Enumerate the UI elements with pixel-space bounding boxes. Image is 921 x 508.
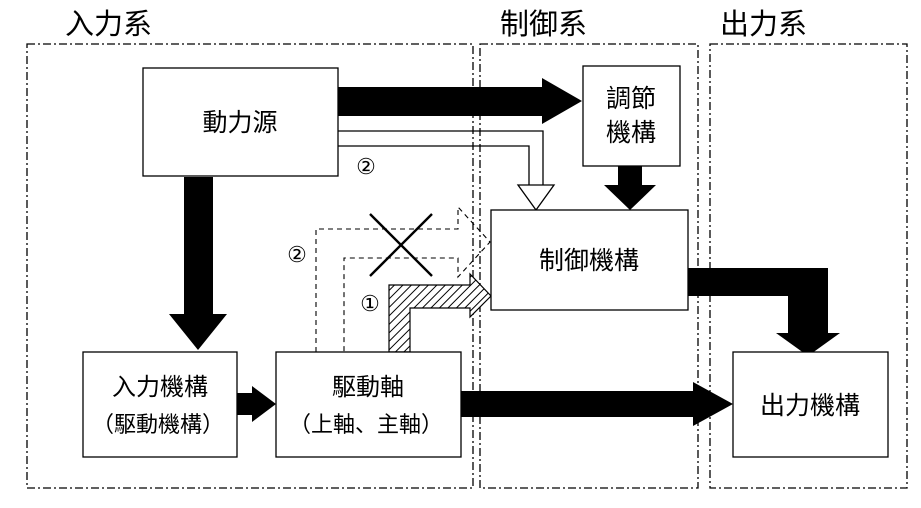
arrow-adjust-to-control xyxy=(604,166,656,210)
boxes xyxy=(82,65,889,458)
power-arrows xyxy=(169,78,840,426)
arrow-power-to-input xyxy=(169,177,227,350)
power-source-label: 動力源 xyxy=(202,108,277,137)
control-mechanism-box xyxy=(490,209,689,311)
drive-shaft-label-2: （上軸、主軸） xyxy=(289,413,443,438)
route-2-left-marker: ② xyxy=(287,243,307,268)
cross-mark xyxy=(369,213,433,277)
control-system-title: 制御系 xyxy=(500,7,587,41)
input-system-title: 入力系 xyxy=(65,7,152,41)
input-mechanism-label-2: （駆動機構） xyxy=(92,413,224,438)
route-power-to-control-line xyxy=(338,130,544,185)
route-power-to-control xyxy=(338,130,556,212)
input-mechanism-box xyxy=(82,351,238,458)
output-mechanism-box xyxy=(732,351,889,458)
arrow-power-to-adjust xyxy=(338,78,582,124)
control-system-frame xyxy=(479,43,699,489)
drive-shaft-label-1: 駆動軸 xyxy=(332,373,404,401)
drive-shaft-box xyxy=(275,351,462,458)
group-frames xyxy=(26,43,908,489)
input-system-frame xyxy=(26,43,474,489)
input-mechanism-label-1: 入力機構 xyxy=(112,373,208,401)
adjust-mechanism-box xyxy=(582,65,681,167)
output-mechanism-label: 出力機構 xyxy=(760,391,860,420)
control-mechanism-label: 制御機構 xyxy=(539,246,639,275)
adjust-mechanism-label-1: 調節 xyxy=(606,84,656,113)
power-source-box xyxy=(142,67,339,177)
output-system-title: 出力系 xyxy=(720,7,807,41)
hatched-route-drive-to-control xyxy=(388,272,492,353)
route-power-to-control-head xyxy=(516,184,556,212)
adjust-mechanism-label-2: 機構 xyxy=(606,118,656,147)
box-labels: 動力源 調節 機構 制御機構 入力機構 （駆動機構） 駆動軸 （上軸、主軸） 出… xyxy=(92,84,860,438)
arrow-input-to-drive xyxy=(237,386,276,422)
route-1-marker: ① xyxy=(360,292,380,317)
dashed-routes xyxy=(315,205,491,352)
route-markers: ② ② ① xyxy=(287,155,380,317)
arrow-control-to-output xyxy=(688,268,840,356)
output-system-frame xyxy=(709,43,908,489)
dashed-route-outer xyxy=(315,205,491,352)
route-2-top-marker: ② xyxy=(356,155,376,180)
arrow-drive-to-output xyxy=(461,382,733,426)
